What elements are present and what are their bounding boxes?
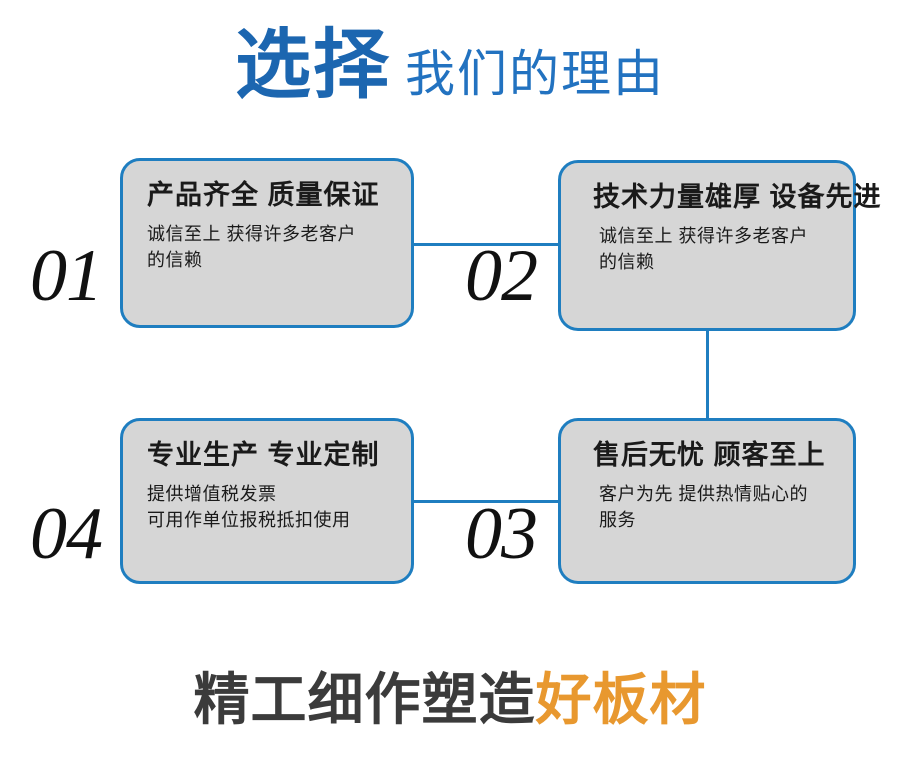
feature-card-02-body: 诚信至上 获得许多老客户 的信赖 <box>585 223 833 275</box>
footer-tagline-accent: 好板材 <box>535 668 707 731</box>
title-subtext: 我们的理由 <box>405 46 665 102</box>
feature-card-04-title: 专业生产 专业定制 <box>147 440 380 470</box>
step-number-04: 04 <box>30 493 103 575</box>
footer-tagline-dark: 精工细作塑造 <box>193 668 536 731</box>
page-title: 选择我们的理由 <box>0 28 900 104</box>
feature-card-02[interactable]: 技术力量雄厚 设备先进 诚信至上 获得许多老客户 的信赖 <box>558 160 882 331</box>
feature-card-03-body-line-1: 客户为先 提供热情贴心的 <box>599 484 808 505</box>
feature-card-01-body: 诚信至上 获得许多老客户 的信赖 <box>147 221 391 273</box>
step-number-02: 02 <box>465 235 538 317</box>
feature-card-01-body-line-2: 的信赖 <box>147 250 203 271</box>
feature-card-02-body-line-2: 的信赖 <box>599 252 655 273</box>
feature-card-04-body-line-2: 可用作单位报税抵扣使用 <box>147 510 351 531</box>
step-number-03: 03 <box>465 493 538 575</box>
feature-card-01[interactable]: 产品齐全 质量保证 诚信至上 获得许多老客户 的信赖 <box>120 158 414 328</box>
title-emphasis: 选择 <box>235 23 391 108</box>
feature-card-03[interactable]: 售后无忧 顾客至上 客户为先 提供热情贴心的 服务 <box>558 418 856 584</box>
connector-line-02-to-03 <box>706 330 709 419</box>
feature-card-03-title: 售后无忧 顾客至上 <box>593 440 826 470</box>
footer-tagline: 精工细作塑造好板材 <box>0 672 900 728</box>
feature-card-03-body: 客户为先 提供热情贴心的 服务 <box>585 481 833 533</box>
feature-card-02-body-line-1: 诚信至上 获得许多老客户 <box>599 226 808 247</box>
feature-card-01-title: 产品齐全 质量保证 <box>147 180 380 210</box>
feature-card-04-body-line-1: 提供增值税发票 <box>147 484 277 505</box>
step-number-01: 01 <box>30 235 103 317</box>
feature-card-04-body: 提供增值税发票 可用作单位报税抵扣使用 <box>147 481 391 533</box>
feature-card-01-body-line-1: 诚信至上 获得许多老客户 <box>147 224 356 245</box>
feature-card-04[interactable]: 专业生产 专业定制 提供增值税发票 可用作单位报税抵扣使用 <box>120 418 414 584</box>
connector-line-01-to-02 <box>413 243 560 246</box>
feature-card-03-body-line-2: 服务 <box>599 510 636 531</box>
feature-card-02-title: 技术力量雄厚 设备先进 <box>593 182 882 212</box>
connector-line-03-to-04 <box>413 500 560 503</box>
